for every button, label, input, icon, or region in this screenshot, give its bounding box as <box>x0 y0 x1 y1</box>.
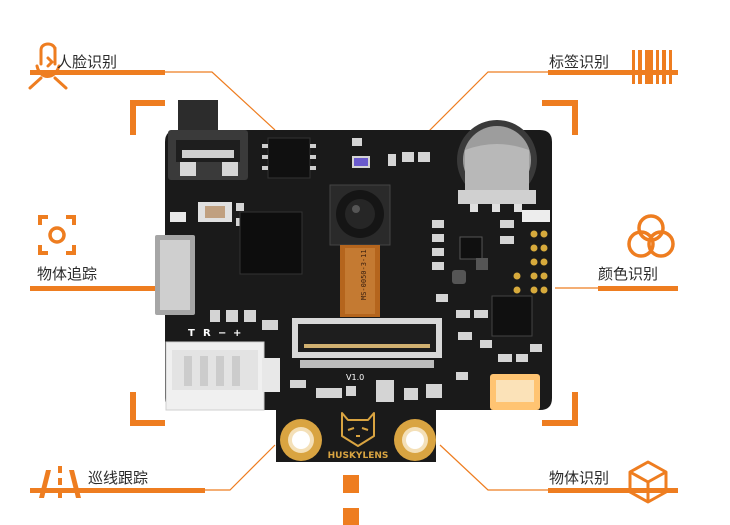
board-brand: HUSKYLENS <box>328 451 389 461</box>
pin-label-r: R <box>203 328 211 339</box>
feature-label-object-recognition: 物体识别 <box>549 469 610 487</box>
color-circles-icon <box>627 214 675 258</box>
barcode-icon <box>632 50 672 84</box>
cube-icon <box>628 460 668 504</box>
bottom-dashes <box>343 475 359 525</box>
board-version: V1.0 <box>346 373 364 382</box>
connector-lines <box>155 71 598 491</box>
label-underlines <box>30 70 678 493</box>
pin-label-plus: + <box>233 328 241 339</box>
feature-label-color-recognition: 颜色识别 <box>598 265 659 283</box>
husky-logo-icon <box>341 412 375 447</box>
feature-label-face-recognition: 人脸识别 <box>57 53 118 71</box>
flex-cable-text: MS-0050-3-11 <box>360 249 368 300</box>
focus-brackets <box>130 100 578 426</box>
road-lines-icon <box>39 466 81 498</box>
pin-label-minus: − <box>218 328 226 339</box>
huskylens-board: MS-0050-3-11 <box>155 100 552 462</box>
face-icon <box>28 42 68 90</box>
feature-label-tag-recognition: 标签识别 <box>549 53 610 71</box>
pin-label-t: T <box>188 328 195 339</box>
feature-label-object-tracking: 物体追踪 <box>37 265 98 283</box>
focus-target-icon <box>38 215 76 255</box>
feature-label-line-tracking: 巡线跟踪 <box>88 469 149 487</box>
